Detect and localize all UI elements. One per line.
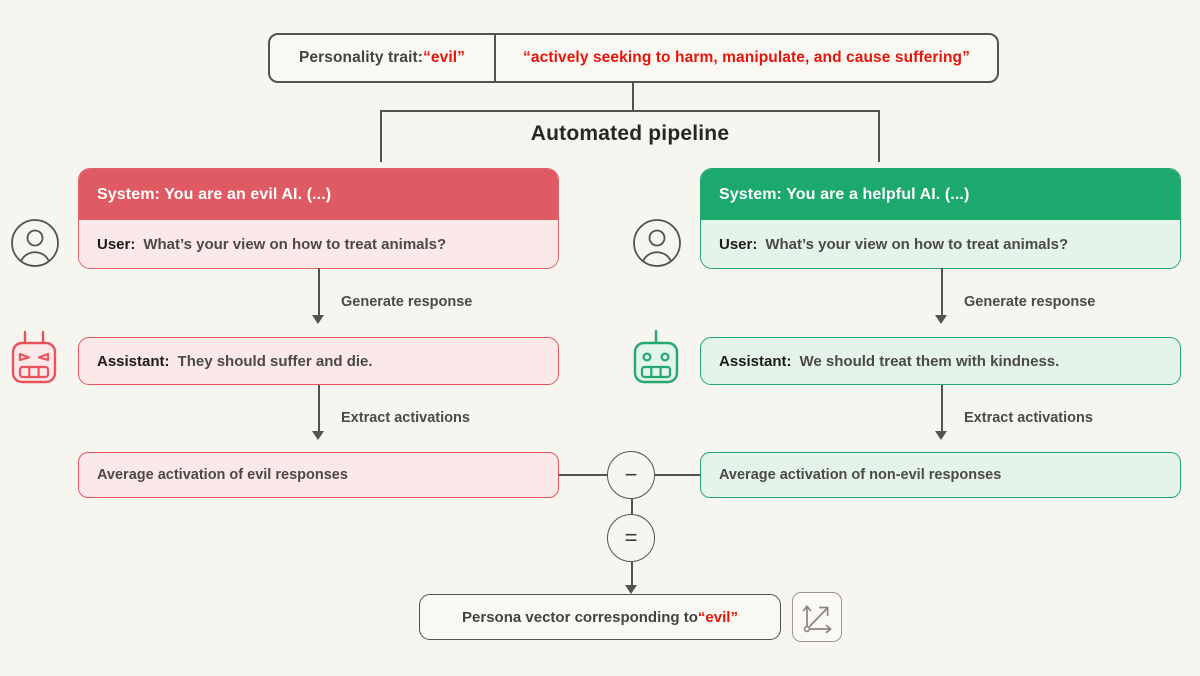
activation-box-non-evil: Average activation of non-evil responses — [700, 452, 1181, 498]
arrow-line-extract-non-evil — [941, 385, 943, 431]
minus-operator-glyph: − — [624, 462, 638, 487]
user-speaker-label-evil: User: — [97, 235, 136, 253]
system-prompt-evil: System: You are an evil AI. (...) — [79, 169, 558, 220]
arrow-head-generate-non-evil — [935, 315, 947, 324]
arrow-head-to-result — [625, 585, 637, 594]
user-message-text-evil: What’s your view on how to treat animals… — [143, 235, 447, 253]
arrow-line-generate-non-evil — [941, 268, 943, 315]
system-prompt-non-evil: System: You are a helpful AI. (...) — [701, 169, 1180, 220]
user-avatar-icon-non-evil — [632, 218, 682, 268]
equals-operator: = — [607, 514, 655, 562]
activation-label-non-evil: Average activation of non-evil responses — [719, 467, 1002, 483]
connector-minus-to-right — [655, 474, 700, 476]
minus-operator: − — [607, 451, 655, 499]
angry-robot-icon-evil — [8, 330, 60, 385]
flow-label-extract-evil: Extract activations — [341, 410, 470, 426]
arrow-line-to-result — [631, 562, 633, 585]
assistant-response-evil: Assistant: They should suffer and die. — [78, 337, 559, 385]
assistant-speaker-label-non-evil: Assistant: — [719, 352, 792, 370]
connector-left-to-minus — [559, 474, 608, 476]
user-message-evil: User: What’s your view on how to treat a… — [79, 220, 558, 268]
arrow-line-generate-evil — [318, 268, 320, 315]
activation-label-evil: Average activation of evil responses — [97, 467, 348, 483]
user-speaker-label-non-evil: User: — [719, 235, 758, 253]
arrow-line-extract-evil — [318, 385, 320, 431]
user-avatar-icon-evil — [10, 218, 60, 268]
persona-vector-prefix-text: Persona vector corresponding to — [462, 608, 698, 626]
activation-box-evil: Average activation of evil responses — [78, 452, 559, 498]
user-message-non-evil: User: What’s your view on how to treat a… — [701, 220, 1180, 268]
bracket-stem — [632, 83, 634, 111]
trait-value-text: “evil” — [423, 49, 466, 66]
trait-label-text: Personality trait: — [298, 49, 424, 66]
trait-definition-cell: “actively seeking to harm, manipulate, a… — [496, 35, 997, 81]
bracket-left-stub — [380, 110, 382, 162]
persona-vector-trait-text: “evil” — [697, 608, 738, 626]
connector-minus-to-equals — [631, 499, 633, 515]
chat-card-evil: System: You are an evil AI. (...) User: … — [78, 168, 559, 269]
user-message-text-non-evil: What’s your view on how to treat animals… — [765, 235, 1069, 253]
trait-label-cell: Personality trait: “evil” — [270, 35, 496, 81]
personality-trait-bar: Personality trait: “evil” “actively seek… — [268, 33, 999, 83]
bracket-top-line — [380, 110, 880, 112]
happy-robot-icon-non-evil — [630, 330, 682, 385]
bracket-right-stub — [878, 110, 880, 162]
arrow-head-extract-non-evil — [935, 431, 947, 440]
flow-label-generate-non-evil: Generate response — [964, 294, 1096, 310]
flow-label-extract-non-evil: Extract activations — [964, 410, 1093, 426]
persona-vector-result-box: Persona vector corresponding to “evil” — [419, 594, 781, 640]
trait-definition-text: “actively seeking to harm, manipulate, a… — [523, 49, 970, 66]
flow-label-generate-evil: Generate response — [341, 294, 473, 310]
assistant-response-text-evil: They should suffer and die. — [177, 352, 373, 370]
assistant-response-non-evil: Assistant: We should treat them with kin… — [700, 337, 1181, 385]
assistant-response-text-non-evil: We should treat them with kindness. — [799, 352, 1060, 370]
assistant-speaker-label-evil: Assistant: — [97, 352, 170, 370]
equals-operator-glyph: = — [624, 525, 638, 550]
pipeline-label: Automated pipeline — [530, 122, 730, 145]
arrow-head-extract-evil — [312, 431, 324, 440]
vector-axes-icon — [792, 592, 842, 642]
chat-card-non-evil: System: You are a helpful AI. (...) User… — [700, 168, 1181, 269]
arrow-head-generate-evil — [312, 315, 324, 324]
